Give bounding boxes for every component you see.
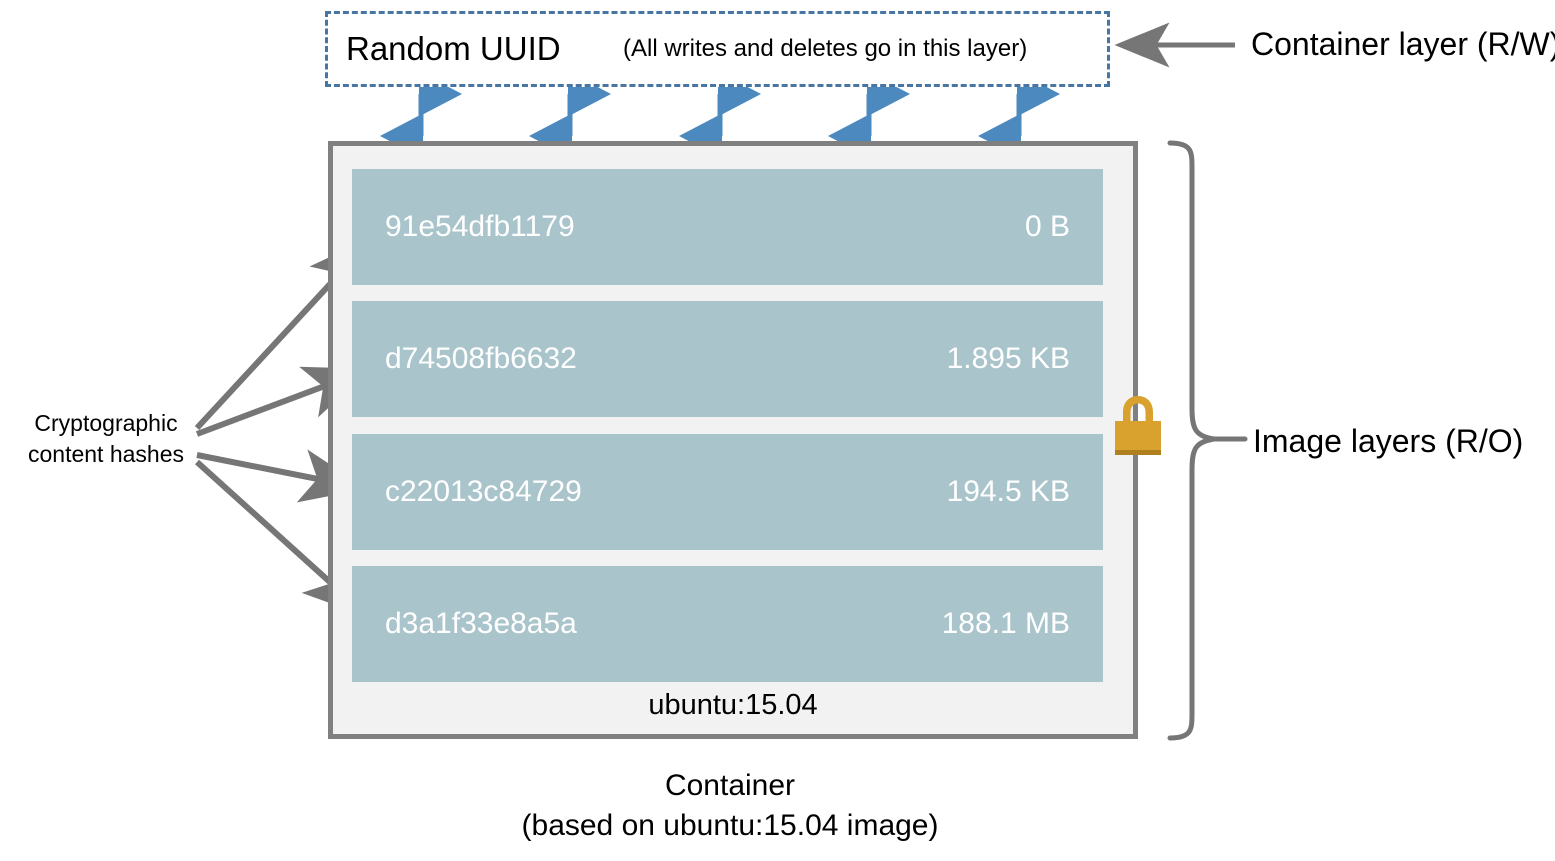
- layer-size: 194.5 KB: [946, 475, 1070, 508]
- layer-hash: 91e54dfb1179: [385, 210, 575, 243]
- image-layers-side-label: Image layers (R/O): [1253, 423, 1524, 459]
- lock-icon: [1115, 396, 1161, 455]
- layer-size: 1.895 KB: [946, 342, 1070, 375]
- cryptographic-hashes-label: Cryptographic content hashes: [16, 408, 196, 470]
- image-layer-row[interactable]: c22013c84729 194.5 KB: [352, 434, 1103, 550]
- curly-brace-right-icon: [1167, 140, 1217, 741]
- image-layer-row[interactable]: 91e54dfb1179 0 B: [352, 169, 1103, 285]
- caption-line-2: (based on ubuntu:15.04 image): [521, 808, 939, 842]
- layer-hash: d3a1f33e8a5a: [385, 607, 577, 640]
- layer-hash: c22013c84729: [385, 475, 582, 508]
- container-rw-layer[interactable]: Random UUID (All writes and deletes go i…: [325, 11, 1110, 87]
- image-layers-box: 91e54dfb1179 0 B d74508fb6632 1.895 KB c…: [328, 141, 1138, 739]
- diagram-caption: Container (based on ubuntu:15.04 image): [325, 766, 1135, 846]
- double-headed-arrows-group: [380, 71, 1060, 159]
- image-layer-row[interactable]: d74508fb6632 1.895 KB: [352, 301, 1103, 417]
- layer-size: 188.1 MB: [941, 607, 1070, 640]
- image-tag-label: ubuntu:15.04: [648, 689, 818, 721]
- container-layer-side-label: Container layer (R/W): [1251, 26, 1555, 62]
- random-uuid-label: Random UUID: [346, 30, 561, 67]
- image-layer-row[interactable]: d3a1f33e8a5a 188.1 MB: [352, 566, 1103, 682]
- hashes-label-line-2: content hashes: [27, 441, 184, 468]
- caption-line-1: Container: [664, 769, 796, 802]
- hashes-label-line-1: Cryptographic: [34, 410, 178, 436]
- layer-size: 0 B: [1024, 210, 1070, 243]
- container-layer-note: (All writes and deletes go in this layer…: [623, 35, 1028, 62]
- layer-hash: d74508fb6632: [385, 342, 577, 375]
